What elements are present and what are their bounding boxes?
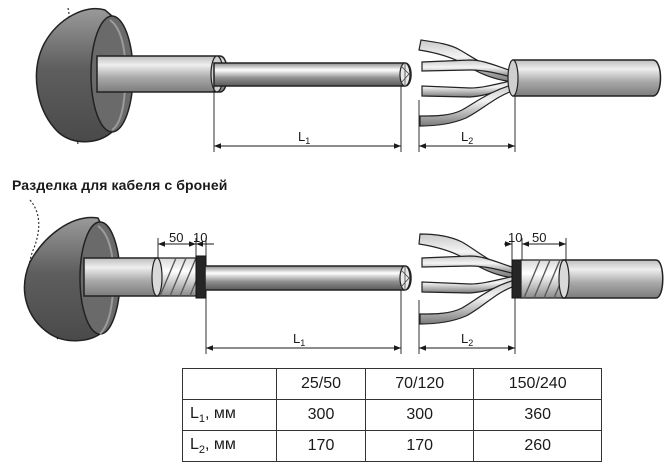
table-cell: 170 <box>365 430 475 462</box>
table-column-header: 25/50 <box>275 368 367 400</box>
table-header-row: 25/50 70/120 150/240 <box>182 368 602 400</box>
table-row-header: L2, мм <box>182 430 277 462</box>
dimension-l2-label: L2 <box>461 129 473 146</box>
section-title: Разделка для кабеля с броней <box>12 177 228 193</box>
table-column-header: 150/240 <box>473 368 602 400</box>
outer-sheath-icon <box>96 55 229 93</box>
dimensions-table: 25/50 70/120 150/240 L1, мм 300 300 360 … <box>182 368 602 462</box>
split-wires-icon <box>418 39 516 127</box>
dimension-l1-label: L1 <box>298 129 310 146</box>
table-row: L1, мм 300 300 360 <box>182 399 602 431</box>
right-cable-icon <box>512 59 662 97</box>
table-cell: 260 <box>473 430 602 462</box>
dimension-50-left-label: 50 <box>169 230 183 245</box>
table-cell: 300 <box>365 399 475 431</box>
table-cell: 300 <box>275 399 367 431</box>
table-corner-cell <box>182 368 277 400</box>
table-cell: 360 <box>473 399 602 431</box>
dimension-l2-label: L2 <box>461 331 473 348</box>
sleeve-icon <box>35 7 113 143</box>
split-wires-icon <box>418 233 516 325</box>
dimension-10-left-label: 10 <box>193 230 207 245</box>
top-assembly: L1 L2 <box>35 7 662 152</box>
core-conductor-icon <box>213 62 412 87</box>
table-cell: 170 <box>275 430 367 462</box>
core-conductor-icon <box>204 265 412 291</box>
dimension-50-right-label: 50 <box>532 230 546 245</box>
dimension-10-right-label: 10 <box>508 230 522 245</box>
table-row: L2, мм 170 170 260 <box>182 430 602 462</box>
bottom-assembly: 50 10 10 50 L1 L2 <box>23 199 664 354</box>
table-column-header: 70/120 <box>365 368 475 400</box>
right-cable-icon <box>562 259 664 299</box>
outer-sheath-icon <box>83 257 159 297</box>
sleeve-icon <box>23 216 101 342</box>
dimension-l1-label: L1 <box>293 331 305 348</box>
table-row-header: L1, мм <box>182 399 277 431</box>
